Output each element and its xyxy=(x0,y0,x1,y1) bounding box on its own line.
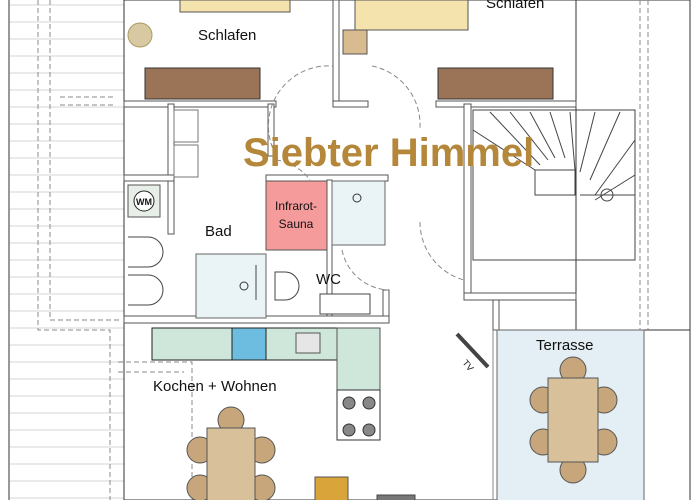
sofa-table xyxy=(376,494,416,500)
wm-circle xyxy=(133,190,155,212)
toilet xyxy=(274,271,300,301)
cabinet xyxy=(173,144,199,178)
door-arc xyxy=(419,221,465,281)
property-title: Siebter Himmel xyxy=(243,131,534,175)
room-label-kochen-wohnen: Kochen + Wohnen xyxy=(153,378,277,395)
shower-bad xyxy=(195,253,267,319)
kitchen-counter-side xyxy=(336,327,381,391)
dining-table-kochen xyxy=(186,406,276,500)
dashed-line xyxy=(60,96,115,106)
door-arc xyxy=(371,65,421,129)
plant xyxy=(127,22,153,48)
armchair xyxy=(314,476,349,500)
cabinet xyxy=(173,109,199,143)
stove-burners xyxy=(342,396,376,437)
roof-left xyxy=(10,4,124,499)
shower-drain-icon xyxy=(352,193,362,203)
dashed-line xyxy=(639,0,649,330)
staircase xyxy=(472,109,636,261)
dashed-line xyxy=(37,0,111,500)
tv xyxy=(455,332,490,369)
door-arc xyxy=(341,249,389,291)
wc-sink xyxy=(319,293,371,315)
wm-label: WM xyxy=(136,197,152,207)
room-label-sauna-2: Sauna xyxy=(279,217,314,231)
wardrobe-right xyxy=(437,67,554,100)
nightstand xyxy=(342,29,368,55)
room-label-sauna-1: Infrarot- xyxy=(275,199,317,213)
dormer-right xyxy=(575,0,691,331)
walls xyxy=(123,0,577,331)
room-label-schlafen-right: Schlafen xyxy=(486,0,544,12)
kitchen-counter xyxy=(151,327,233,361)
door-arc xyxy=(267,65,334,156)
bed-right xyxy=(354,0,469,31)
dishwasher xyxy=(295,332,321,354)
room-label-terrasse: Terrasse xyxy=(536,337,594,354)
room-label-schlafen-left: Schlafen xyxy=(198,27,256,44)
dashed-line xyxy=(49,0,120,321)
room-label-wc: WC xyxy=(316,271,341,288)
kitchen-sink xyxy=(231,327,267,361)
wardrobe-left xyxy=(144,67,261,100)
infrared-sauna xyxy=(265,180,328,251)
room-label-bad: Bad xyxy=(205,223,232,240)
door-arc xyxy=(275,159,311,181)
shower-drain-icon xyxy=(239,281,249,291)
dining-table-terrasse xyxy=(529,356,618,484)
shower xyxy=(331,180,386,246)
sinks xyxy=(128,236,164,306)
bed-left xyxy=(179,0,291,13)
